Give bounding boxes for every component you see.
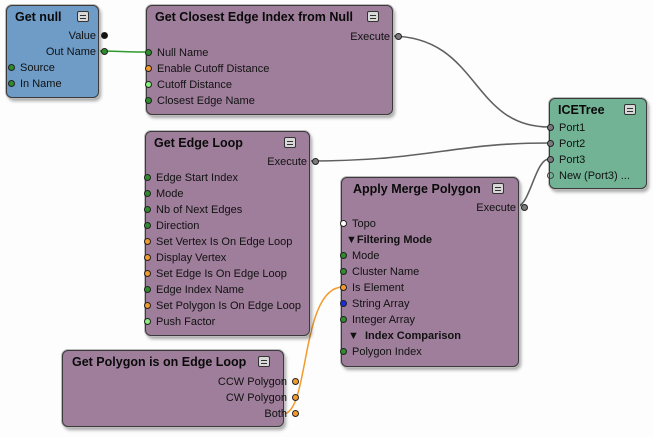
port-dot-icon[interactable] (144, 222, 151, 229)
port-string-array[interactable]: String Array (340, 296, 409, 312)
port-dot-icon[interactable] (340, 348, 347, 355)
node-get-edge-loop[interactable]: Get Edge Loop Execute Edge Start Index M… (144, 131, 319, 336)
node-get-null[interactable]: Get null Value Out Name Source In Name (6, 5, 108, 98)
port-null-name[interactable]: Null Name (145, 45, 208, 61)
port-cutoff-distance[interactable]: Cutoff Distance (145, 77, 232, 93)
port-dot-icon[interactable] (144, 254, 151, 261)
port-dot-icon[interactable] (144, 318, 151, 325)
port-dot-icon[interactable] (340, 252, 347, 259)
port-set-edge[interactable]: Set Edge Is On Edge Loop (144, 266, 287, 282)
port-display-vertex[interactable]: Display Vertex (144, 250, 226, 266)
port-cluster-name[interactable]: Cluster Name (340, 264, 419, 280)
port-dot-icon[interactable] (547, 156, 554, 163)
port-dot-icon[interactable] (292, 394, 299, 401)
port-integer-array[interactable]: Integer Array (340, 312, 415, 328)
port-dot-icon[interactable] (340, 220, 347, 227)
port-port3[interactable]: Port3 (547, 152, 585, 168)
port-dot-icon[interactable] (144, 206, 151, 213)
port-direction[interactable]: Direction (144, 218, 199, 234)
port-execute[interactable]: Execute (146, 154, 319, 170)
port-set-vertex[interactable]: Set Vertex Is On Edge Loop (144, 234, 292, 250)
port-port2[interactable]: Port2 (547, 136, 585, 152)
group-header-index-comparison[interactable]: ▼ Index Comparison (348, 330, 461, 342)
port-dot-icon[interactable] (312, 158, 319, 165)
port-edge-index-name[interactable]: Edge Index Name (144, 282, 244, 298)
port-value[interactable]: Value (7, 28, 108, 44)
port-dot-icon[interactable] (8, 80, 15, 87)
port-nb-next-edges[interactable]: Nb of Next Edges (144, 202, 242, 218)
port-dot-icon[interactable] (340, 300, 347, 307)
port-dot-icon[interactable] (144, 270, 151, 277)
wire-edgeloop-execute-to-port2[interactable] (306, 142, 550, 162)
port-dot-icon[interactable] (340, 316, 347, 323)
port-dot-icon[interactable] (340, 268, 347, 275)
port-dot-icon[interactable] (521, 204, 528, 211)
node-title: Get Closest Edge Index from Null (155, 10, 353, 24)
port-in-name[interactable]: In Name (8, 76, 62, 92)
node-title: ICETree (558, 103, 605, 117)
port-mode[interactable]: Mode (144, 186, 184, 202)
node-title: Apply Merge Polygon (353, 182, 481, 196)
port-set-polygon[interactable]: Set Polygon Is On Edge Loop (144, 298, 301, 314)
port-dot-icon[interactable] (145, 81, 152, 88)
port-dot-icon[interactable] (8, 64, 15, 71)
port-out-name[interactable]: Out Name (7, 44, 108, 60)
port-source[interactable]: Source (8, 60, 55, 76)
port-execute[interactable]: Execute (147, 29, 402, 45)
group-header-filtering-mode[interactable]: ▼Filtering Mode (346, 234, 433, 246)
collapse-icon[interactable] (258, 356, 270, 367)
node-apply-merge-polygon[interactable]: Apply Merge Polygon Execute Topo ▼Filter… (340, 177, 528, 367)
port-edge-start-index[interactable]: Edge Start Index (144, 170, 238, 186)
port-topo[interactable]: Topo (340, 216, 376, 232)
port-dot-icon[interactable] (144, 174, 151, 181)
port-dot-icon[interactable] (101, 48, 108, 55)
collapse-icon[interactable] (367, 11, 379, 22)
port-dot-icon[interactable] (395, 33, 402, 40)
port-dot-icon[interactable] (145, 65, 152, 72)
port-dot-icon[interactable] (292, 410, 299, 417)
port-both[interactable]: Both (63, 406, 299, 422)
port-dot-icon[interactable] (101, 32, 108, 39)
port-ccw-polygon[interactable]: CCW Polygon (63, 374, 299, 390)
node-title: Get Polygon is on Edge Loop (72, 355, 247, 369)
port-dot-icon[interactable] (145, 49, 152, 56)
node-get-closest-edge[interactable]: Get Closest Edge Index from Null Execute… (145, 5, 402, 115)
port-closest-edge-name[interactable]: Closest Edge Name (145, 93, 255, 109)
port-is-element[interactable]: Is Element (340, 280, 404, 296)
port-dot-icon[interactable] (144, 302, 151, 309)
port-port1[interactable]: Port1 (547, 120, 585, 136)
port-dot-icon[interactable] (547, 172, 554, 179)
port-push-factor[interactable]: Push Factor (144, 314, 215, 330)
node-title: Get null (15, 10, 62, 24)
port-dot-icon[interactable] (144, 190, 151, 197)
collapse-icon[interactable] (492, 183, 504, 194)
port-dot-icon[interactable] (292, 378, 299, 385)
port-execute[interactable]: Execute (342, 200, 528, 216)
node-title: Get Edge Loop (154, 136, 243, 150)
port-dot-icon[interactable] (144, 286, 151, 293)
port-dot-icon[interactable] (145, 97, 152, 104)
port-cw-polygon[interactable]: CW Polygon (63, 390, 299, 406)
collapse-icon[interactable] (284, 137, 296, 148)
port-polygon-index[interactable]: Polygon Index (340, 344, 422, 360)
port-enable-cutoff[interactable]: Enable Cutoff Distance (145, 61, 269, 77)
port-dot-icon[interactable] (547, 124, 554, 131)
wire-closest-execute-to-port1[interactable] (389, 35, 550, 128)
node-icetree[interactable]: ICETree Port1 Port2 Port3 New (Port3) ..… (547, 98, 647, 189)
collapse-icon[interactable] (77, 11, 89, 22)
port-dot-icon[interactable] (144, 238, 151, 245)
node-get-polygon-on-edge-loop[interactable]: Get Polygon is on Edge Loop CCW Polygon … (62, 350, 299, 427)
port-dot-icon[interactable] (547, 140, 554, 147)
collapse-icon[interactable] (624, 104, 636, 115)
port-mode[interactable]: Mode (340, 248, 380, 264)
port-dot-icon[interactable] (340, 284, 347, 291)
port-new-port[interactable]: New (Port3) ... (547, 168, 630, 184)
